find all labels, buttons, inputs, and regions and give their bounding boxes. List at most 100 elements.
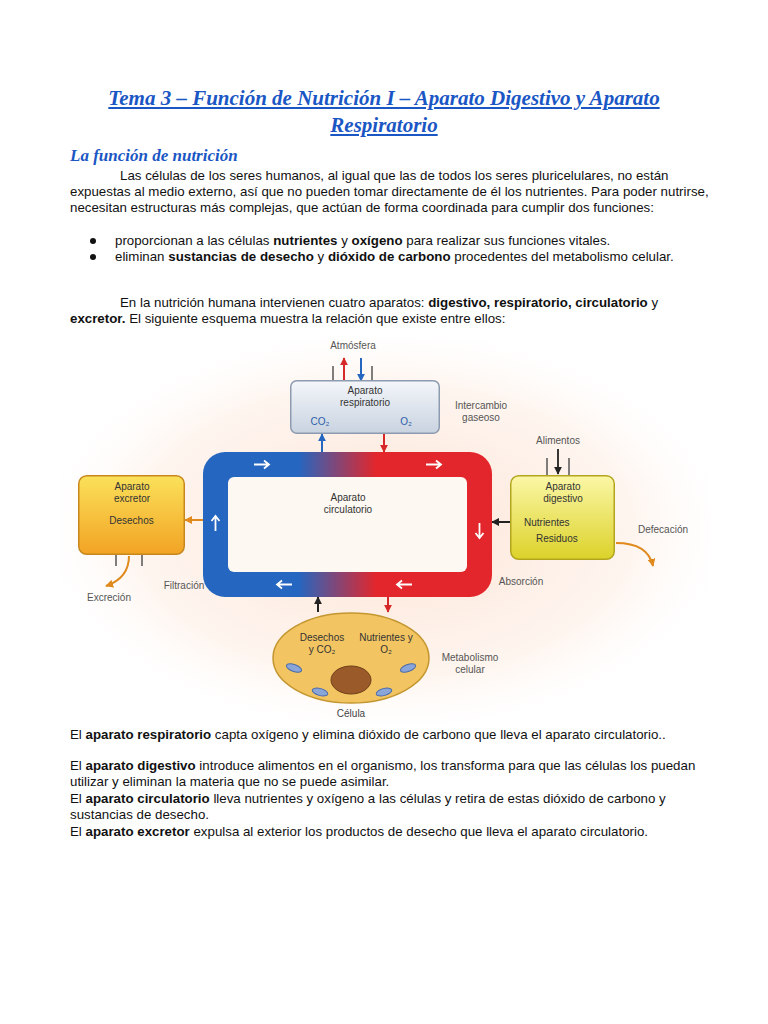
loop-interior <box>228 477 467 572</box>
cell-ellipse: Desechos y CO₂Nutrientes y O₂Célula <box>272 612 430 704</box>
node-text: CO₂ <box>304 416 336 428</box>
flow-connector <box>387 597 389 612</box>
bold-term: dióxido de carbono <box>328 249 451 264</box>
diagram-label: Filtración <box>156 580 212 592</box>
bullet-dot <box>90 238 96 244</box>
box-fill <box>511 476 615 560</box>
node-text: Residuos <box>536 533 596 545</box>
node-text: Nutrientes <box>524 517 594 529</box>
bold-term: digestivo, respiratorio, circulatorio <box>428 295 647 310</box>
section-heading: La función de nutrición <box>70 146 710 166</box>
node-title: Aparato digestivo <box>530 481 596 505</box>
food-arrow <box>557 449 559 474</box>
inlet-wall <box>568 458 570 476</box>
bold-term: aparato excretor <box>86 824 190 839</box>
flow-arrow <box>212 516 220 531</box>
exhale-arrow <box>343 358 345 381</box>
paragraph: El aparato digestivo introduce alimentos… <box>70 758 706 790</box>
defecation-arrow <box>616 543 653 566</box>
body-text: expulsa al exterior los productos de des… <box>193 824 648 839</box>
node-title: Aparato respiratorio <box>325 385 405 409</box>
organelle <box>375 687 392 698</box>
organelle <box>311 687 328 698</box>
body-text: y <box>341 233 348 248</box>
cell-membrane <box>273 613 429 703</box>
digestive-box: Aparato digestivoNutrientesResiduos <box>510 475 615 560</box>
document-title: Tema 3 – Función de Nutrición I – Aparat… <box>64 85 704 139</box>
paragraph: El aparato respiratorio capta oxígeno y … <box>70 727 706 743</box>
flow-connector <box>383 434 385 452</box>
inlet-wall <box>371 366 373 381</box>
body-text: En la nutrición humana intervienen cuatr… <box>120 295 425 310</box>
bullet-item: proporcionan a las células nutrientes y … <box>115 233 707 249</box>
body-text: El <box>70 727 82 742</box>
body-text: El siguiente esquema muestra la relación… <box>129 311 505 326</box>
node-title: Aparato excretor <box>100 481 164 505</box>
diagram-label: Alimentos <box>528 435 588 447</box>
flow-arrow <box>426 461 441 469</box>
flow-connector <box>185 519 203 521</box>
circulatory-loop: Aparato circulatorio <box>203 452 492 597</box>
bold-term: aparato digestivo <box>86 758 196 773</box>
flow-arrow <box>254 461 269 469</box>
respiratory-box: Aparato respiratorioCO₂ O₂ <box>290 380 440 434</box>
node-text: Célula <box>272 708 430 720</box>
blood-vessel-loop <box>203 452 492 597</box>
node-text: O₂ <box>390 416 422 428</box>
body-text: El <box>70 758 82 773</box>
organelle <box>285 662 302 674</box>
bold-term: aparato respiratorio <box>86 727 212 742</box>
bold-term: sustancias de desecho <box>168 249 314 264</box>
node-text: Desechos <box>78 515 185 527</box>
nucleus <box>331 666 371 694</box>
diagram-label: Intercambio gaseoso <box>448 400 514 424</box>
paragraph: Las células de los seres humanos, al igu… <box>70 168 710 216</box>
diagram-label: Metabolismo celular <box>434 652 506 676</box>
bold-term: nutrientes <box>273 233 337 248</box>
body-text: El <box>70 824 82 839</box>
inhale-arrow <box>360 358 362 381</box>
body-text: y <box>651 295 658 310</box>
diagram-glow <box>60 338 710 723</box>
flow-connector <box>321 434 323 452</box>
flow-arrow <box>476 523 484 538</box>
body-text: procedentes del metabolismo celular. <box>454 249 674 264</box>
bold-term: oxígeno <box>352 233 403 248</box>
bold-term: excretor. <box>70 311 125 326</box>
paragraph: El aparato circulatorio lleva nutrientes… <box>70 791 706 823</box>
bullet-dot <box>90 254 96 260</box>
node-text: Nutrientes y O₂ <box>358 632 414 656</box>
node-title: Desechos y CO₂ <box>296 632 348 656</box>
paragraph: El aparato excretor expulsa al exterior … <box>70 824 706 840</box>
body-text: proporcionan a las células <box>115 233 270 248</box>
bold-term: aparato circulatorio <box>86 791 210 806</box>
paragraph: En la nutrición humana intervienen cuatr… <box>70 295 710 327</box>
circulatory-loop-outline <box>203 452 492 597</box>
excretion-arrow <box>106 556 129 586</box>
flow-arrow <box>277 581 292 589</box>
body-text: para realizar sus funciones vitales. <box>406 233 610 248</box>
flow-connector <box>492 521 510 523</box>
box-fill <box>291 381 440 434</box>
diagram-label: Defecación <box>632 524 694 536</box>
cell-ellipse-outline <box>272 612 430 704</box>
flow-arrow <box>397 581 412 589</box>
body-text: La función de nutrición <box>70 146 238 165</box>
body-text: eliminan <box>115 249 165 264</box>
bullet-item: eliminan sustancias de desecho y dióxido… <box>115 249 707 265</box>
node-title: Aparato circulatorio <box>313 492 383 516</box>
diagram-label: Atmósfera <box>322 340 384 352</box>
body-text: Las células de los seres humanos, al igu… <box>70 168 709 215</box>
box-fill <box>79 476 185 555</box>
excretory-box: Aparato excretorDesechos <box>78 475 185 555</box>
organelle <box>399 662 416 674</box>
body-text: El <box>70 791 82 806</box>
diagram-label: Excreción <box>80 592 138 604</box>
inlet-wall <box>332 366 334 381</box>
inlet-wall <box>546 458 548 476</box>
outlet-wall <box>115 554 117 566</box>
diagram-label: Absorción <box>493 576 549 588</box>
outlet-wall <box>141 554 143 566</box>
flow-connector <box>317 597 319 612</box>
